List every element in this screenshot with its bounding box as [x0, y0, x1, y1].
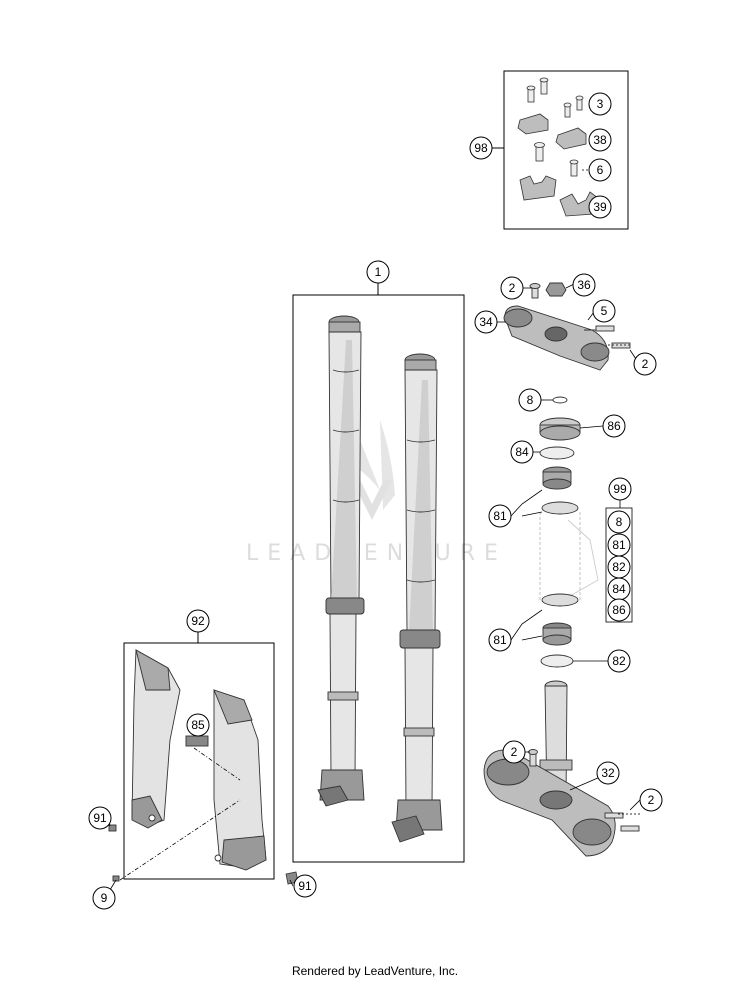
callout-81-bottom: 81	[488, 628, 512, 652]
callout-3: 3	[588, 92, 612, 116]
svg-text:2: 2	[642, 357, 649, 371]
bolt-icon	[526, 77, 584, 177]
svg-text:84: 84	[612, 582, 626, 596]
svg-text:34: 34	[479, 315, 493, 329]
svg-text:6: 6	[597, 163, 604, 177]
lower-triple-clamp	[483, 680, 640, 857]
svg-text:32: 32	[601, 766, 615, 780]
svg-text:36: 36	[577, 278, 591, 292]
svg-text:82: 82	[612, 560, 626, 574]
svg-text:3: 3	[597, 97, 604, 111]
svg-text:86: 86	[607, 419, 621, 433]
callout-99-8: 8	[607, 510, 631, 534]
svg-text:39: 39	[593, 200, 607, 214]
right-fork-leg	[391, 353, 443, 843]
callouts: 98 3 38 6 39 1 2 36 5 34 2 8 86 84 99 8 …	[88, 92, 663, 910]
callout-2-stem: 2	[502, 740, 526, 764]
callout-85: 85	[186, 713, 210, 737]
callout-39: 39	[588, 195, 612, 219]
left-fork-leg	[317, 315, 365, 807]
svg-text:81: 81	[493, 633, 507, 647]
svg-text:8: 8	[527, 393, 534, 407]
clamp-kit-group	[492, 70, 629, 230]
handlebar-clamp-icon	[517, 113, 599, 217]
footer-credit: Rendered by LeadVenture, Inc.	[291, 964, 459, 978]
upper-triple-clamp	[503, 282, 632, 371]
svg-text:82: 82	[612, 654, 626, 668]
callout-99-86: 86	[607, 598, 631, 622]
svg-text:98: 98	[474, 141, 488, 155]
svg-text:8: 8	[616, 515, 623, 529]
callout-99: 99	[608, 477, 632, 501]
callout-81-top: 81	[488, 504, 512, 528]
callout-99-84: 84	[607, 577, 631, 601]
callout-92: 92	[186, 609, 210, 633]
callout-99-82: 82	[607, 555, 631, 579]
svg-text:9: 9	[101, 891, 108, 905]
callout-91-bottom: 91	[293, 874, 317, 898]
callout-2-bottom: 2	[639, 788, 663, 812]
fork-guard-group	[108, 632, 299, 885]
callout-82: 82	[607, 649, 631, 673]
svg-text:5: 5	[601, 304, 608, 318]
callout-9: 9	[92, 886, 116, 910]
callout-1: 1	[366, 260, 390, 284]
callout-6: 6	[588, 158, 612, 182]
svg-text:91: 91	[298, 879, 312, 893]
svg-text:85: 85	[191, 718, 205, 732]
callout-86: 86	[602, 414, 626, 438]
callout-2-top: 2	[500, 276, 524, 300]
callout-32: 32	[596, 761, 620, 785]
svg-text:81: 81	[493, 509, 507, 523]
steering-bearings	[539, 396, 599, 668]
callout-2-clamp: 2	[633, 352, 657, 376]
svg-text:2: 2	[509, 281, 516, 295]
callout-8: 8	[518, 388, 542, 412]
callout-34: 34	[474, 310, 498, 334]
watermark: LEADVENTURE	[246, 420, 507, 566]
svg-text:81: 81	[612, 538, 626, 552]
callout-38: 38	[588, 128, 612, 152]
svg-text:84: 84	[515, 445, 529, 459]
svg-text:2: 2	[648, 793, 655, 807]
fork-legs-group	[292, 283, 465, 863]
callout-98: 98	[469, 136, 493, 160]
svg-text:1: 1	[375, 265, 382, 279]
callout-36: 36	[572, 273, 596, 297]
callout-91-left: 91	[88, 806, 112, 830]
svg-text:86: 86	[612, 603, 626, 617]
svg-text:92: 92	[191, 614, 205, 628]
callout-99-81: 81	[607, 533, 631, 557]
svg-text:38: 38	[593, 133, 607, 147]
watermark-text: LEADVENTURE	[246, 541, 507, 566]
svg-text:91: 91	[93, 811, 107, 825]
svg-text:99: 99	[613, 482, 627, 496]
svg-text:2: 2	[511, 745, 518, 759]
callout-5: 5	[592, 299, 616, 323]
callout-84: 84	[510, 440, 534, 464]
